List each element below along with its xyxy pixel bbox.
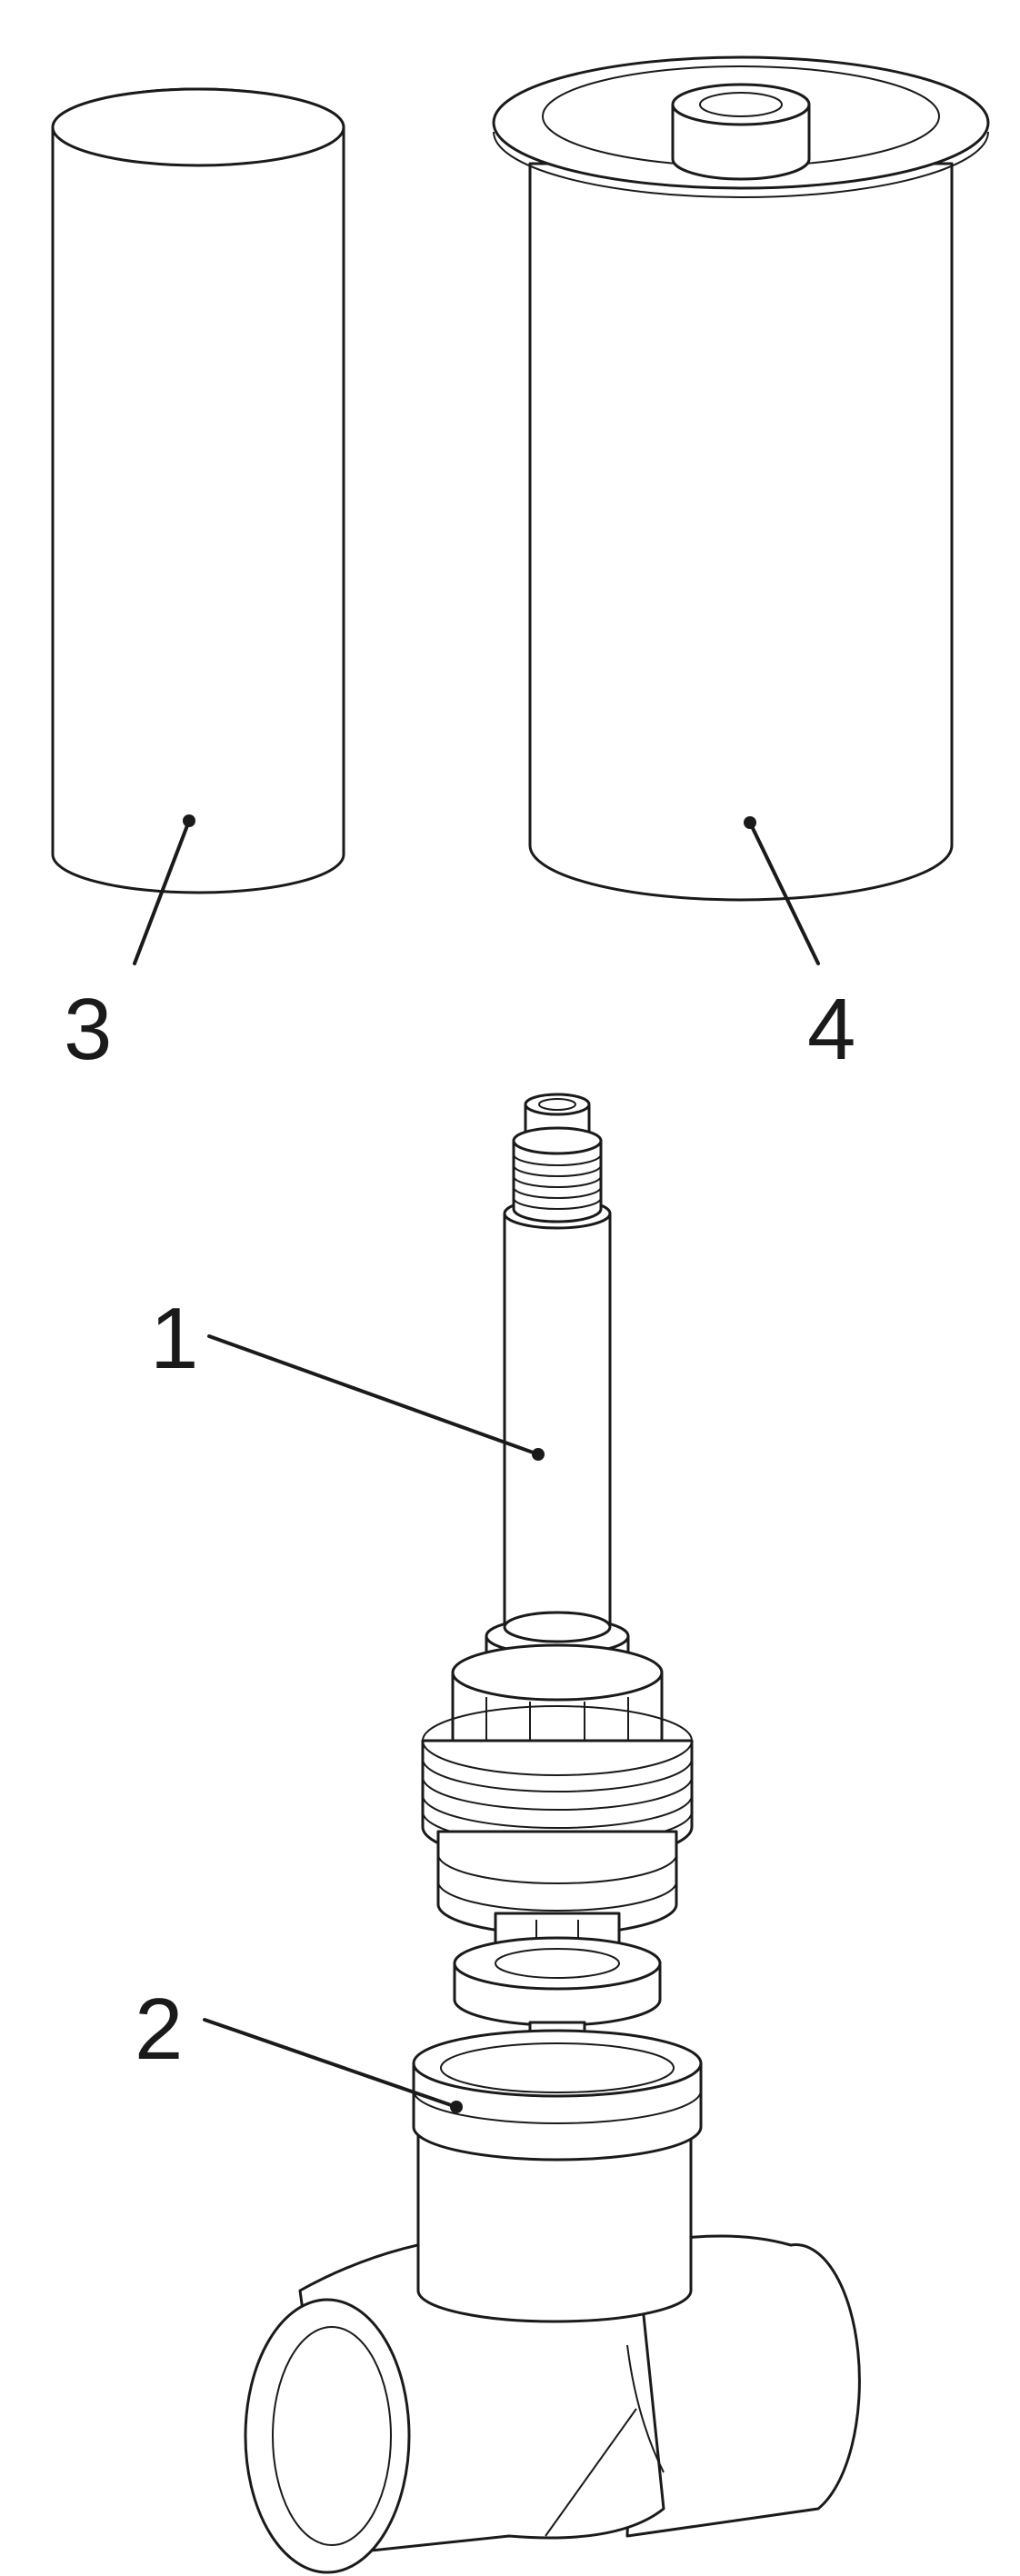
callout-label-4: 4 xyxy=(807,981,855,1078)
part-2-valve-body xyxy=(244,2029,861,2574)
callout-3: 3 xyxy=(64,814,195,1078)
stem-thread xyxy=(513,1153,602,1210)
part-1-cartridge xyxy=(421,1093,694,2051)
part-4-flanged-sleeve xyxy=(492,55,990,902)
callout-label-2: 2 xyxy=(135,1981,183,2078)
callout-2: 2 xyxy=(135,1981,463,2113)
callout-label-3: 3 xyxy=(64,981,112,1078)
part-3-plain-sleeve xyxy=(51,87,345,894)
callout-1: 1 xyxy=(150,1290,545,1461)
callout-4: 4 xyxy=(744,816,855,1078)
callout-label-1: 1 xyxy=(150,1290,198,1387)
